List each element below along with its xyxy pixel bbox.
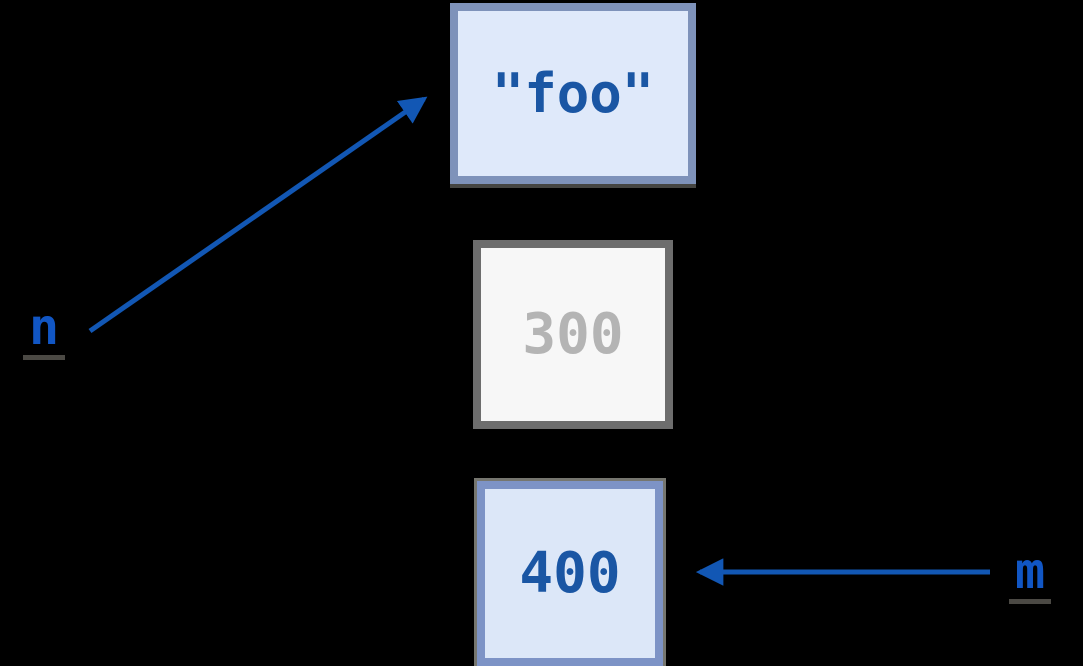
- object-value-400: 400: [519, 541, 621, 606]
- object-box-300: 300: [473, 240, 673, 429]
- object-box-400: 400: [477, 481, 663, 666]
- variable-name-m: m: [1008, 546, 1052, 604]
- arrow-n-to-foo: [88, 96, 428, 334]
- object-value-300: 300: [522, 302, 624, 367]
- variable-label-m: m: [1000, 546, 1060, 604]
- object-value-foo: "foo": [491, 62, 655, 125]
- variable-name-n: n: [22, 302, 66, 360]
- variable-label-n: n: [14, 302, 74, 360]
- object-box-foo: "foo": [450, 3, 696, 184]
